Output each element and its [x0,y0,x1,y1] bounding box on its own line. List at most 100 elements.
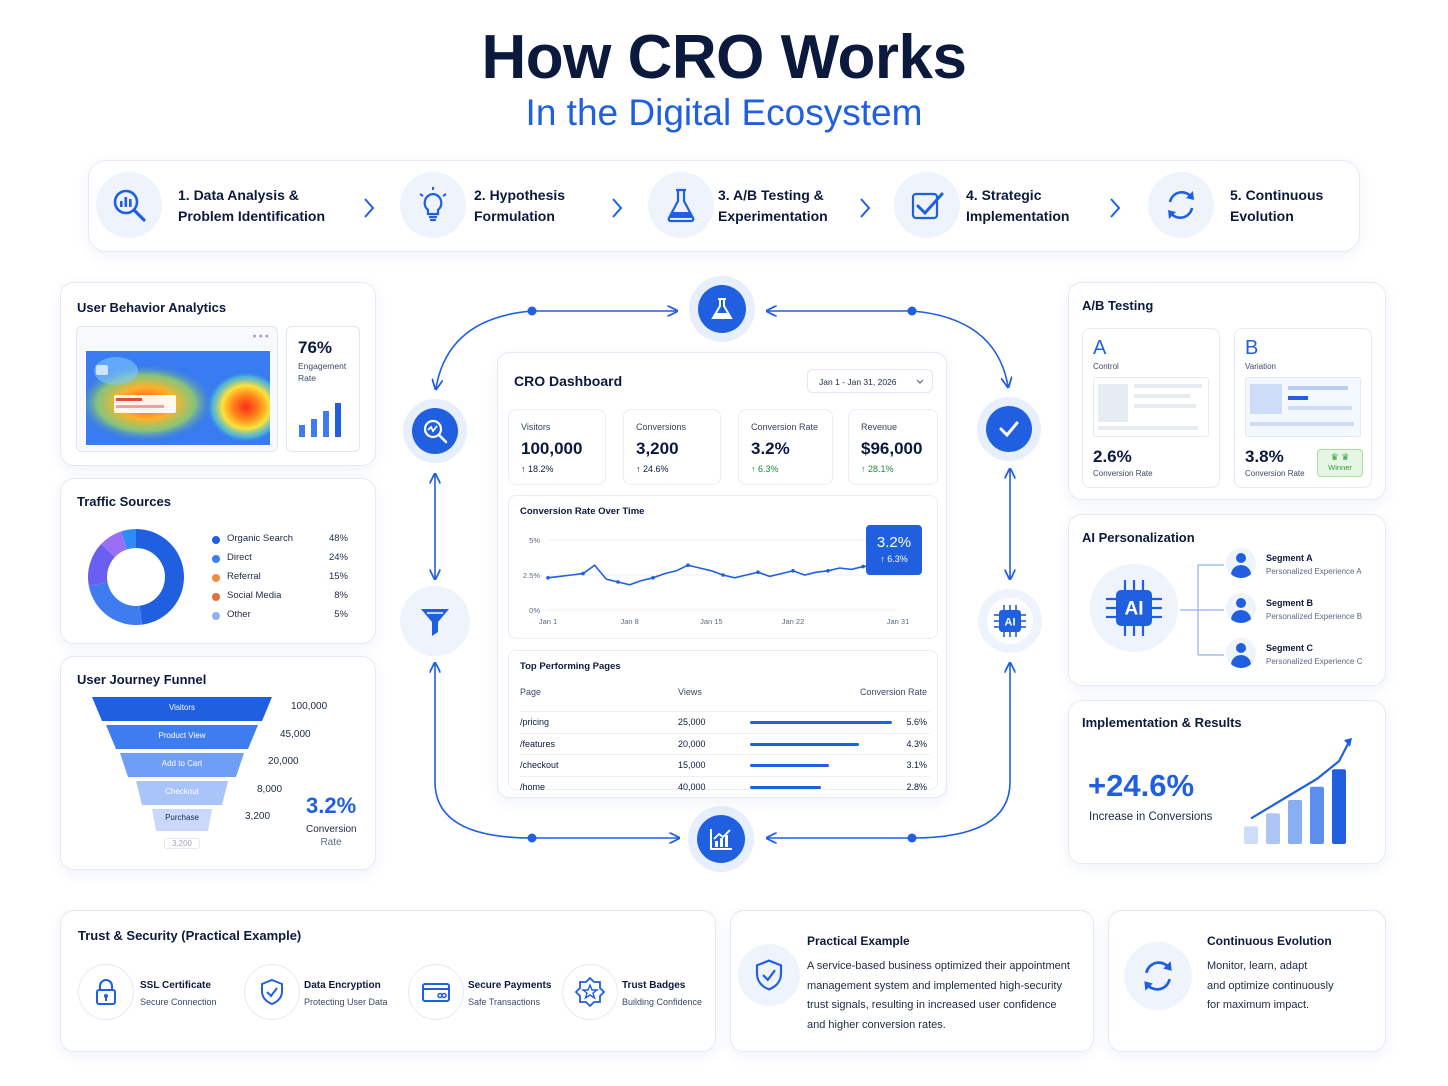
page-rate: 5.6% [906,717,927,727]
funnel-stage-value: 45,000 [280,729,311,740]
data-point [686,563,690,567]
funnel-stage-label: Add to Cart [161,759,203,768]
page-rate: 3.1% [906,760,927,770]
heatmap-panel: ● ● ● [76,326,278,452]
svg-text:AI: AI [1125,599,1144,620]
traffic-legend-row: Organic Search 48% [212,533,352,549]
results-title: Implementation & Results [1082,715,1242,730]
credit-card-icon [422,983,450,1002]
lock-icon [96,979,116,1005]
chevron-down-icon [916,379,924,384]
legend-value: 5% [334,609,348,620]
chevron-right-icon [860,198,871,218]
loop-node-funnel [400,586,470,656]
legend-dot [212,536,220,544]
trust-item-1-circle [78,964,134,1020]
cycle-arrows-icon [1144,961,1172,991]
chart-title: Conversion Rate Over Time [520,506,645,517]
legend-name: Organic Search [227,533,294,544]
donut-slice [121,529,136,550]
growth-chart-icon [710,829,732,850]
flask-icon [667,188,695,223]
data-point [616,580,620,584]
variant-b-rate: 3.8% [1245,447,1284,466]
svg-text:AI: AI [1005,617,1016,629]
top-pages-title: Top Performing Pages [520,661,621,672]
chevron-right-icon [364,198,375,218]
traffic-sources-title: Traffic Sources [77,494,171,509]
legend-name: Social Media [227,590,282,601]
ai-chip-wrap: AI [1090,564,1178,652]
segment-name: Segment A [1266,553,1313,563]
engagement-bar-chart [299,403,341,437]
magnify-chart-icon [423,419,448,444]
browser-dots: ● ● ● [252,333,269,340]
funnel-stage-label: Visitors [168,703,196,712]
ai-chip-icon: AI [994,605,1026,637]
page-path: /checkout [520,760,559,770]
segment-name: Segment C [1266,643,1314,653]
user-behavior-title: User Behavior Analytics [77,300,227,315]
trust-item-sub: Secure Connection [140,997,217,1007]
dashboard-title: CRO Dashboard [514,373,623,389]
heatmap-image [86,351,270,445]
user-avatar-icon [1226,548,1256,578]
trust-item-sub: Building Confidence [622,997,703,1007]
metric-conversions: Conversions 3,200 ↑ 24.6% [623,409,721,485]
legend-dot [212,593,220,601]
legend-dot [212,612,220,620]
table-row: /checkout 15,000 3.1% [520,754,930,775]
donut-slice [88,582,143,625]
page-views: 40,000 [678,781,706,792]
loop-node-ai: AI [987,598,1033,644]
shield-check-icon [261,978,283,1006]
legend-value: 48% [328,533,348,544]
trust-item-2-circle [244,964,300,1020]
step-1-circle [96,172,162,238]
checkmark-icon [999,421,1019,438]
variant-a-rate: 2.6% [1093,447,1132,466]
result-bar [1266,813,1280,844]
step-3-label: 3. A/B Testing &Experimentation [718,187,828,224]
rate-bar [750,764,829,767]
data-point [546,576,550,580]
results-value: +24.6% [1088,768,1195,803]
loop-node-implement [986,406,1032,452]
winner-label: Winner [1328,463,1352,472]
result-bar [1332,769,1346,844]
x-tick-label: Jan 31 [887,617,910,626]
date-range-select[interactable]: Jan 1 - Jan 31, 2026 [807,369,933,393]
results-bar-chart [1244,738,1352,844]
trust-item-title: Data Encryption [304,980,381,991]
chart-callout: 3.2% ↑ 6.3% [866,525,922,575]
x-tick-label: Jan 22 [782,617,805,626]
user-avatar-icon [1226,638,1256,668]
trophy-icon: ♛ ♛ [1330,452,1350,462]
x-tick-label: Jan 8 [620,617,638,626]
data-point [651,576,655,580]
loop-node-analysis [412,408,458,454]
legend-value: 15% [328,571,348,582]
page-path: /pricing [520,717,550,727]
practical-text: A service-based business optimized their… [807,960,1070,1031]
step-5-circle [1148,172,1214,238]
practical-icon-circle [738,944,800,1006]
trust-item-sub: Safe Transactions [468,997,541,1007]
funnel-icon [421,609,449,636]
page-views: 15,000 [678,760,706,770]
y-tick-label: 5% [529,536,540,545]
rate-bar [750,742,859,746]
segment-desc: Personalized Experience C [1266,657,1363,666]
engagement-bar [323,411,329,437]
funnel-chart [92,697,272,831]
x-tick-label: Jan 1 [539,617,557,626]
